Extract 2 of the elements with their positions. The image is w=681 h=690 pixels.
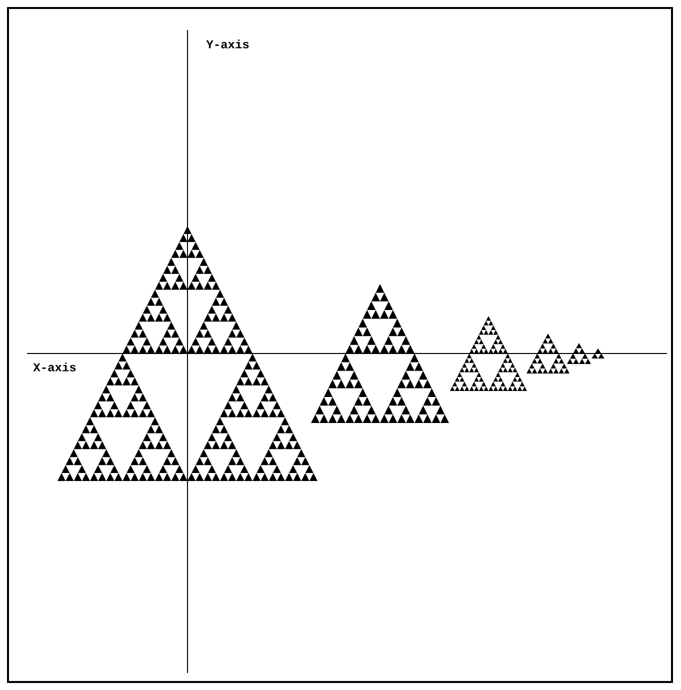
axis-label: X-axis (33, 362, 76, 372)
axis-label: Y-axis (206, 40, 249, 48)
